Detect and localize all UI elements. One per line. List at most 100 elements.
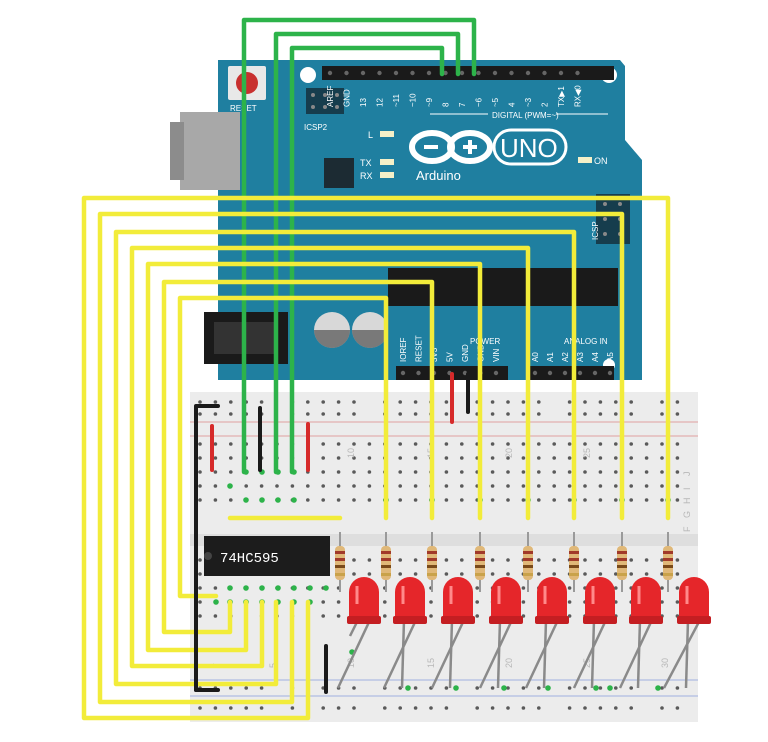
breadboard-hole (367, 470, 372, 474)
model-label: UNO (500, 133, 558, 163)
breadboard-hole (321, 442, 326, 446)
breadboard-hole (213, 706, 218, 710)
led-red (430, 577, 475, 689)
breadboard-hole (460, 572, 464, 576)
analog-pin-label: A3 (576, 352, 585, 362)
breadboard-hole (398, 412, 403, 416)
digital-pin-socket (476, 70, 481, 76)
power-pin-label: RESET (415, 335, 424, 362)
breadboard-hole (321, 456, 326, 460)
breadboard-hole (352, 470, 356, 474)
power-label: POWER (470, 337, 500, 346)
wire-yellow-q6 (177, 295, 389, 599)
breadboard-hole (552, 484, 556, 488)
resistor (335, 532, 345, 592)
breadboard-hole (460, 442, 464, 446)
breadboard-hole (506, 442, 510, 446)
breadboard-hole (567, 614, 572, 618)
breadboard-hole (198, 558, 202, 562)
breadboard-hole (583, 400, 587, 404)
breadboard-hole (521, 686, 526, 690)
breadboard-hole (567, 400, 572, 404)
wire-yellow-q5 (161, 279, 435, 635)
breadboard-connected-hole (291, 497, 297, 503)
breadboard-hole (444, 498, 449, 502)
digital-pin-label: 13 (359, 98, 368, 107)
breadboard-hole (660, 470, 664, 474)
breadboard-connected-hole (243, 585, 249, 591)
wires (81, 17, 671, 721)
breadboard-hole (198, 470, 202, 474)
digital-pin-label: 8 (442, 102, 451, 107)
breadboard-hole (567, 484, 572, 488)
digital-pin-label: ~5 (491, 97, 500, 107)
breadboard-hole (321, 412, 326, 416)
breadboard-hole (583, 558, 587, 562)
breadboard-hole (244, 484, 248, 488)
breadboard-hole (367, 456, 372, 460)
analog-pin-socket (562, 370, 568, 376)
breadboard-hole (521, 456, 526, 460)
breadboard-hole (506, 456, 510, 460)
uno-badge (492, 128, 568, 166)
breadboard-hole (629, 400, 633, 404)
breadboard-hole (444, 558, 449, 562)
breadboard-hole (321, 706, 326, 710)
icsp-header (596, 194, 630, 244)
breadboard-hole (460, 456, 464, 460)
breadboard-hole (660, 498, 664, 502)
breadboard-hole (413, 498, 418, 502)
breadboard-hole (352, 572, 356, 576)
breadboard-hole (660, 706, 664, 710)
led-rx (380, 172, 394, 178)
analog-pin-label: A1 (546, 352, 555, 362)
analog-pin-socket (577, 370, 583, 376)
breadboard-connected-hole (405, 685, 411, 691)
wire-yellow-q2 (113, 229, 577, 687)
breadboard-hole (413, 412, 418, 416)
breadboard-column-number: 30 (660, 658, 670, 668)
digital-pin-label: GND (343, 89, 352, 107)
breadboard-hole (675, 686, 680, 690)
breadboard-hole (552, 572, 556, 576)
digital-pin-socket (443, 70, 448, 76)
breadboard-hole (229, 412, 233, 416)
led-red (478, 577, 523, 689)
digital-pin-label: 7 (458, 102, 467, 107)
breadboard-hole (460, 470, 464, 474)
breadboard-hole (413, 706, 418, 710)
breadboard-hole (490, 558, 495, 562)
breadboard-hole (398, 484, 403, 488)
breadboard-hole (413, 400, 418, 404)
breadboard-hole (614, 412, 618, 416)
breadboard-hole (198, 442, 202, 446)
breadboard-row-letter: G (682, 511, 692, 518)
breadboard-hole (521, 484, 526, 488)
breadboard-hole (306, 498, 310, 502)
led-on (578, 157, 592, 163)
breadboard-hole (521, 400, 526, 404)
breadboard-hole (629, 412, 633, 416)
breadboard-hole (336, 498, 341, 502)
digital-pin-socket (542, 70, 547, 76)
digital-pin-socket (492, 70, 498, 76)
led-l (380, 131, 394, 137)
breadboard-hole (675, 558, 680, 562)
breadboard-hole (614, 442, 618, 446)
breadboard-hole (598, 572, 603, 576)
breadboard-hole (490, 484, 495, 488)
breadboard-hole (660, 600, 664, 604)
breadboard-connected-hole (501, 685, 507, 691)
breadboard-hole (336, 470, 341, 474)
breadboard-connected-hole (227, 585, 233, 591)
breadboard-hole (598, 442, 603, 446)
breadboard-hole (321, 484, 326, 488)
breadboard-hole (475, 614, 480, 618)
breadboard-hole (352, 456, 356, 460)
breadboard-hole (614, 586, 618, 590)
breadboard-hole (521, 442, 526, 446)
breadboard-connected-hole (545, 685, 551, 691)
breadboard-hole (675, 586, 680, 590)
breadboard-hole (321, 400, 326, 404)
breadboard-hole (598, 558, 603, 562)
